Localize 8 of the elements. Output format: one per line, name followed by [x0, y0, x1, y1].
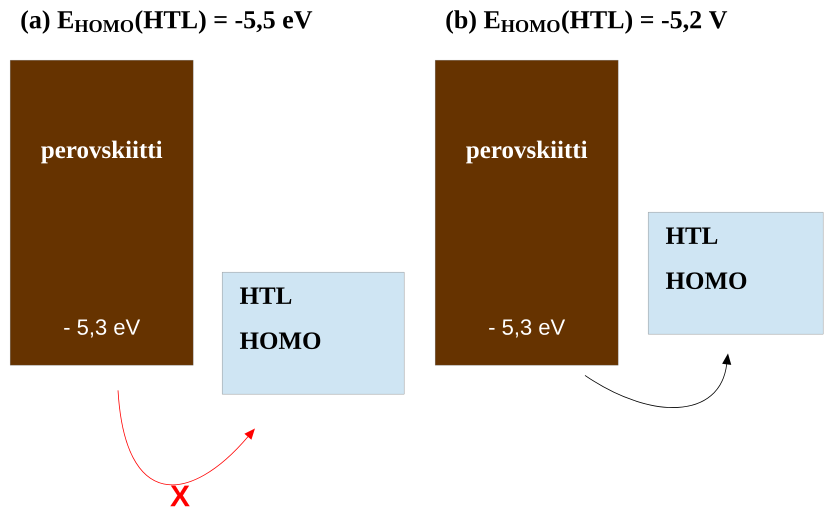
htl-box: HTL HOMO — [222, 272, 404, 394]
heading: (b) E$_{HOMO}$(HTL) = -5,2 V — [446, 10, 728, 34]
edge-label: X — [170, 486, 190, 506]
arrow — [118, 390, 255, 486]
perovskite-box: perovskiitti - 5,3 eV — [10, 60, 194, 366]
htl-box: HTL HOMO — [648, 212, 824, 334]
heading: (a) E$_{HOMO}$(HTL) = -5,5 eV — [21, 10, 312, 34]
perovskite-box: perovskiitti - 5,3 eV — [435, 60, 618, 366]
